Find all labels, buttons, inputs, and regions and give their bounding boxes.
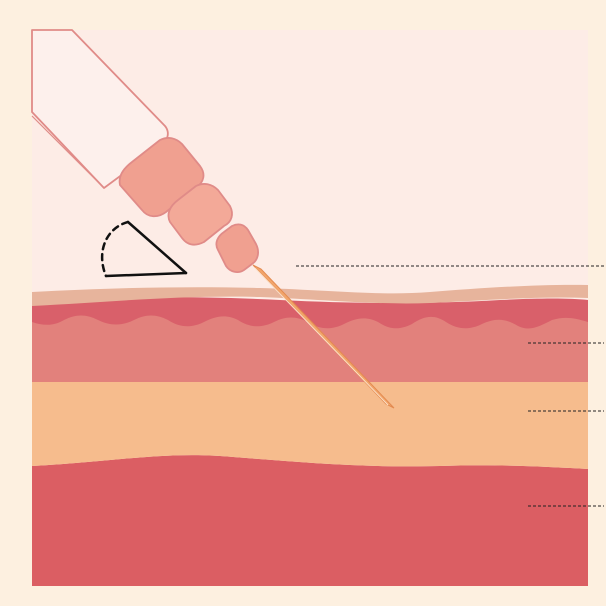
subcutaneous-fat-layer: [32, 380, 588, 469]
muscle-layer: [32, 455, 588, 586]
